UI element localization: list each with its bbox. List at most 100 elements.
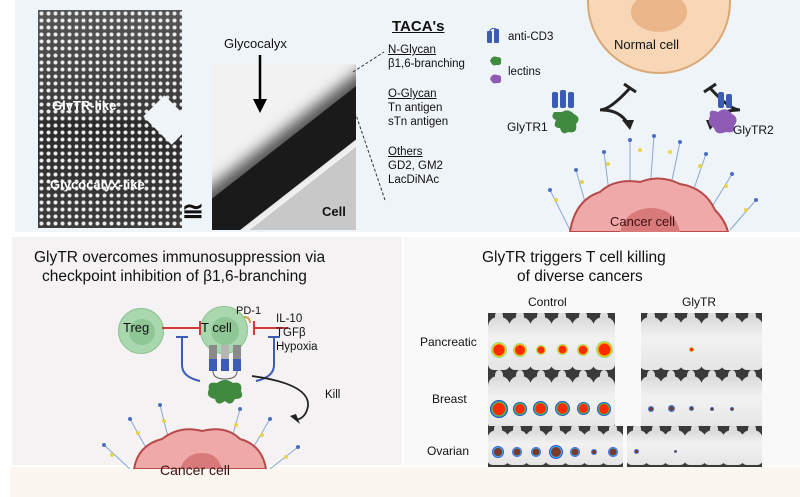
- mouse: [683, 426, 706, 465]
- mouse: [488, 313, 510, 370]
- column-label-glytr: GlyTR: [682, 295, 716, 309]
- row-label-breast: Breast: [432, 392, 467, 406]
- mouse: [488, 370, 510, 429]
- bottom-strip: [10, 467, 800, 497]
- normal-cell-label: Normal cell: [614, 37, 680, 52]
- down-arrow-icon: [253, 55, 267, 113]
- mouse: [627, 426, 648, 465]
- taca-item: GD2, GM2: [388, 160, 443, 172]
- imaging-panel: [488, 313, 615, 431]
- mouse: [644, 426, 667, 465]
- anti-cd3-icon: [487, 28, 499, 43]
- dashed-callout-lines: [352, 51, 386, 201]
- row-label-pancreatic: Pancreatic: [420, 335, 477, 349]
- t-cell-label: T cell: [201, 320, 232, 335]
- bl-title-line2: checkpoint inhibition of β1,6-branching: [42, 268, 307, 285]
- mouse: [544, 426, 567, 465]
- bioluminescence-signal: [688, 406, 694, 412]
- cancer-cell-top: [548, 134, 758, 232]
- bioluminescence-signal: [490, 341, 507, 358]
- glytr1-label: GlyTR1: [507, 120, 548, 134]
- mouse: [720, 313, 743, 370]
- lectin-purple-icon: [490, 74, 502, 84]
- mouse: [572, 370, 595, 429]
- taca-item: Tn antigen: [388, 102, 443, 114]
- bioluminescence-signal: [548, 444, 563, 459]
- bioluminescence-signal: [512, 342, 527, 357]
- bioluminescence-signal: [511, 446, 522, 457]
- bioluminescence-signal: [595, 341, 613, 359]
- glytr-bispecific-icon: [207, 345, 243, 404]
- mouse: [740, 370, 762, 429]
- bioluminescence-signal: [673, 450, 677, 454]
- taca-item: sTn antigen: [388, 116, 449, 128]
- mouse: [740, 313, 762, 370]
- approx-equal-symbol: ≅: [182, 196, 204, 226]
- glycocalyx-like-label: Glycocalyx-like: [50, 177, 145, 192]
- bioluminescence-signal: [667, 405, 675, 413]
- em-image-cell: Cell: [212, 64, 356, 230]
- imaging-panel: [627, 426, 762, 467]
- cell-label: Cell: [322, 204, 346, 219]
- mouse: [505, 426, 528, 465]
- mouse: [641, 313, 663, 370]
- mouse: [508, 370, 531, 429]
- mouse: [700, 370, 723, 429]
- mouse: [664, 426, 687, 465]
- kill-label: Kill: [325, 389, 341, 401]
- glytr2-icon: [708, 92, 737, 134]
- mouse: [722, 426, 745, 465]
- bioluminescence-signal: [591, 448, 598, 455]
- taca-item: β1,6-branching: [388, 58, 465, 70]
- cancer-cell-label-top: Cancer cell: [610, 214, 676, 229]
- mouse: [660, 313, 683, 370]
- glytr1-icon: [552, 90, 579, 134]
- mouse: [508, 313, 531, 370]
- mouse: [680, 370, 703, 429]
- mouse: [529, 370, 552, 429]
- glytr2-label: GlyTR2: [733, 123, 774, 137]
- mouse: [700, 313, 723, 370]
- bl-inhibition-lines: [162, 316, 288, 382]
- br-title-line2: of diverse cancers: [517, 268, 643, 285]
- mouse: [551, 370, 574, 429]
- glytr-like-label: GlyTR-like: [52, 98, 117, 113]
- bioluminescence-signal: [535, 344, 546, 355]
- mouse: [660, 370, 683, 429]
- taca-group-heading: N-Glycan: [388, 44, 436, 56]
- bl-title-line1: GlyTR overcomes immunosuppression via: [34, 249, 326, 266]
- taca-group-heading: O-Glycan: [388, 88, 437, 100]
- br-title-line1: GlyTR triggers T cell killing: [482, 249, 666, 266]
- bioluminescence-signal: [597, 401, 612, 416]
- treg-cell: [118, 308, 164, 354]
- bioluminescence-signal: [576, 402, 590, 416]
- em-image-glytr: GlyTR-like Glycocalyx-like: [38, 10, 182, 228]
- bioluminescence-signal: [512, 401, 527, 416]
- cancer-cell-bottom: [102, 403, 300, 469]
- suppressor-item: IL-10: [276, 313, 303, 325]
- bioluminescence-signal: [533, 401, 549, 417]
- bioluminescence-signal: [491, 445, 504, 458]
- bioluminescence-signal: [556, 344, 568, 356]
- mouse: [525, 426, 548, 465]
- mouse: [741, 426, 762, 465]
- bioluminescence-signal: [634, 449, 640, 455]
- mouse: [488, 426, 509, 465]
- bioluminescence-signal: [531, 446, 542, 457]
- bioluminescence-signal: [577, 343, 590, 356]
- mouse: [551, 313, 574, 370]
- bioluminescence-signal: [648, 405, 655, 412]
- bioluminescence-signal: [709, 406, 714, 411]
- cancer-cell-label-bottom: Cancer cell: [160, 462, 231, 478]
- mouse: [563, 426, 586, 465]
- mouse: [593, 313, 615, 370]
- kill-arrow: [251, 375, 309, 424]
- mouse: [720, 370, 743, 429]
- taca-title: TACA's: [392, 18, 445, 35]
- taca-list: TACA's N-Glycan β1,6-branching O-Glycan …: [388, 18, 465, 187]
- row-label-ovarian: Ovarian: [427, 444, 470, 458]
- column-label-control: Control: [528, 295, 567, 309]
- bioluminescence-signal: [554, 401, 570, 417]
- mouse: [702, 426, 725, 465]
- taca-group-heading: Others: [388, 146, 423, 158]
